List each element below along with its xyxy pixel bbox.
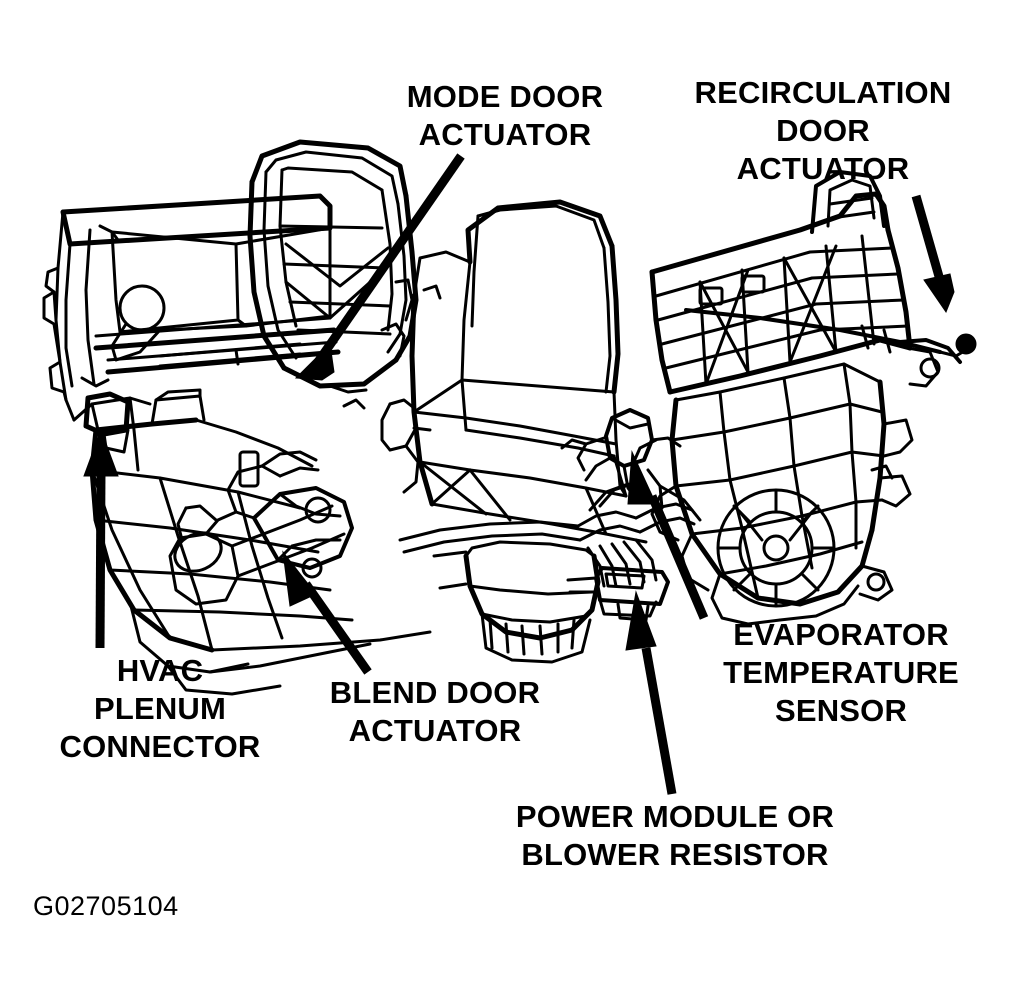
housing-linework: [42, 139, 977, 696]
callout-blend-door-actuator-line1: BLEND DOOR: [329, 675, 541, 710]
upper-center-duct: [247, 139, 419, 389]
callout-mode-door-actuator: MODE DOOR ACTUATOR: [355, 78, 655, 154]
callout-mode-door-actuator-line2: ACTUATOR: [418, 117, 592, 152]
callout-evaporator-temperature-sensor-line1: EVAPORATOR: [733, 617, 949, 652]
leader-arrows: [83, 153, 955, 795]
callout-mode-door-actuator-line1: MODE DOOR: [406, 79, 604, 114]
callout-blend-door-actuator: BLEND DOOR ACTUATOR: [295, 674, 575, 750]
leader-arrow-evaporator-temperature-sensor: [627, 450, 709, 620]
callout-hvac-plenum-connector-line2: PLENUM: [93, 691, 227, 726]
callout-recirculation-door-actuator-line3: ACTUATOR: [736, 151, 910, 186]
left-lower-plenum: [89, 388, 432, 696]
leader-arrow-blend-door-actuator: [282, 550, 372, 675]
callout-evaporator-temperature-sensor-line2: TEMPERATURE: [723, 655, 959, 690]
right-upper-grille: [649, 170, 913, 395]
callout-hvac-plenum-connector-line1: HVAC: [116, 653, 204, 688]
callout-power-module-line1: POWER MODULE OR: [515, 799, 835, 834]
leader-arrow-mode-door-actuator: [294, 153, 465, 381]
leader-arrow-power-module: [625, 590, 677, 795]
left-upper-housing: [42, 193, 341, 472]
callout-hvac-plenum-connector: HVAC PLENUM CONNECTOR: [20, 652, 300, 766]
leader-arrow-recirculation-door-actuator: [911, 194, 955, 314]
callout-recirculation-door-actuator-line1: RECIRCULATION: [694, 75, 952, 110]
callout-evaporator-temperature-sensor-line3: SENSOR: [774, 693, 908, 728]
figure-id-code: G02705104: [33, 891, 179, 921]
callout-evaporator-temperature-sensor: EVAPORATOR TEMPERATURE SENSOR: [688, 616, 994, 730]
center-left-elbow-duct: [328, 278, 432, 494]
callout-blend-door-actuator-line2: ACTUATOR: [348, 713, 522, 748]
callout-recirculation-door-actuator-line2: DOOR: [776, 113, 870, 148]
callout-hvac-plenum-connector-line3: CONNECTOR: [59, 729, 261, 764]
callout-power-module-or-blower-resistor: POWER MODULE OR BLOWER RESISTOR: [465, 798, 885, 874]
right-blower-drum: [669, 346, 941, 608]
detail-brackets: [342, 274, 894, 480]
callout-recirculation-door-actuator: RECIRCULATION DOOR ACTUATOR: [655, 74, 991, 188]
leader-arrow-hvac-plenum-connector: [83, 428, 119, 649]
recirculation-door-link: [684, 308, 977, 364]
callout-power-module-line2: BLOWER RESISTOR: [521, 837, 829, 872]
